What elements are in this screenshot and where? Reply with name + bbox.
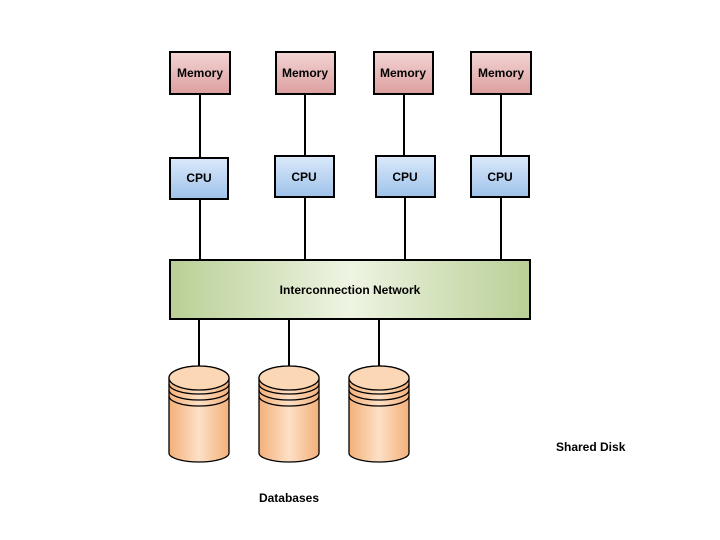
memory-label: Memory: [380, 66, 426, 80]
cpu-label: CPU: [186, 171, 211, 185]
processor-node-2: Memory CPU: [274, 51, 336, 260]
cpu-box: [274, 155, 335, 198]
processor-node-3: Memory CPU: [373, 51, 436, 260]
processor-node-1: Memory CPU: [169, 51, 231, 260]
cpu-box: [375, 155, 436, 198]
memory-box: [169, 51, 231, 95]
memory-box: [275, 51, 336, 95]
interconnection-network-box: [169, 259, 531, 320]
cpu-label: CPU: [291, 170, 316, 184]
shared-disk-label: Shared Disk: [556, 440, 626, 454]
memory-label: Memory: [177, 66, 223, 80]
memory-box: [373, 51, 434, 95]
cpu-label: CPU: [487, 170, 512, 184]
database-disk-3: [348, 365, 410, 463]
interconnection-network-label: Interconnection Network: [280, 283, 421, 297]
cpu-label: CPU: [392, 170, 417, 184]
databases-label: Databases: [259, 491, 319, 505]
cpu-box: [169, 157, 229, 200]
processor-node-4: Memory CPU: [470, 51, 532, 260]
memory-box: [470, 51, 532, 95]
database-disk-1: [168, 365, 230, 463]
cpu-box: [470, 155, 530, 198]
database-disk-2: [258, 365, 320, 463]
memory-label: Memory: [478, 66, 524, 80]
memory-label: Memory: [282, 66, 328, 80]
